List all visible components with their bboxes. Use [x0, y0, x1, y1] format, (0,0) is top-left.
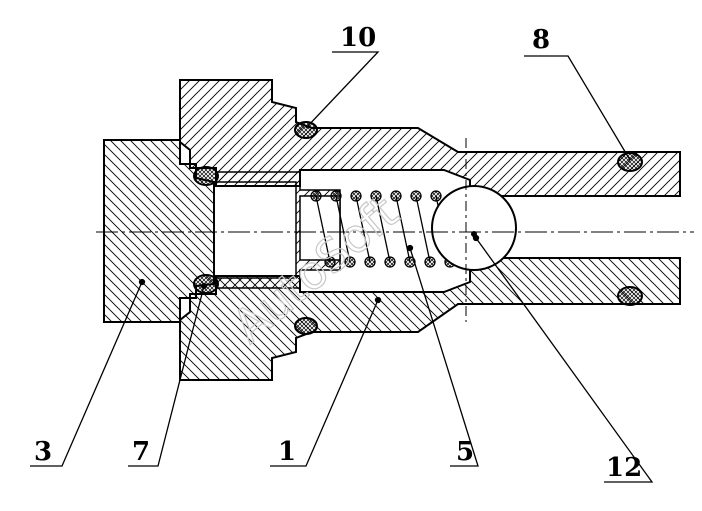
callout-5: 5 — [456, 437, 474, 467]
callout-8: 8 — [532, 25, 550, 55]
inner-sleeve — [215, 171, 341, 289]
callout-3: 3 — [34, 437, 52, 467]
seal-ring-part-7 — [193, 166, 219, 294]
callout-1: 1 — [278, 437, 296, 467]
spring-part-5 — [310, 190, 456, 268]
seal-ring-part-8 — [617, 152, 643, 306]
callout-10: 10 — [340, 23, 376, 53]
seal-ring-part-10 — [294, 121, 318, 335]
ball-part-12 — [431, 185, 517, 271]
callout-7: 7 — [132, 437, 150, 467]
callout-12: 12 — [606, 453, 642, 483]
leader-lines — [30, 51, 654, 483]
